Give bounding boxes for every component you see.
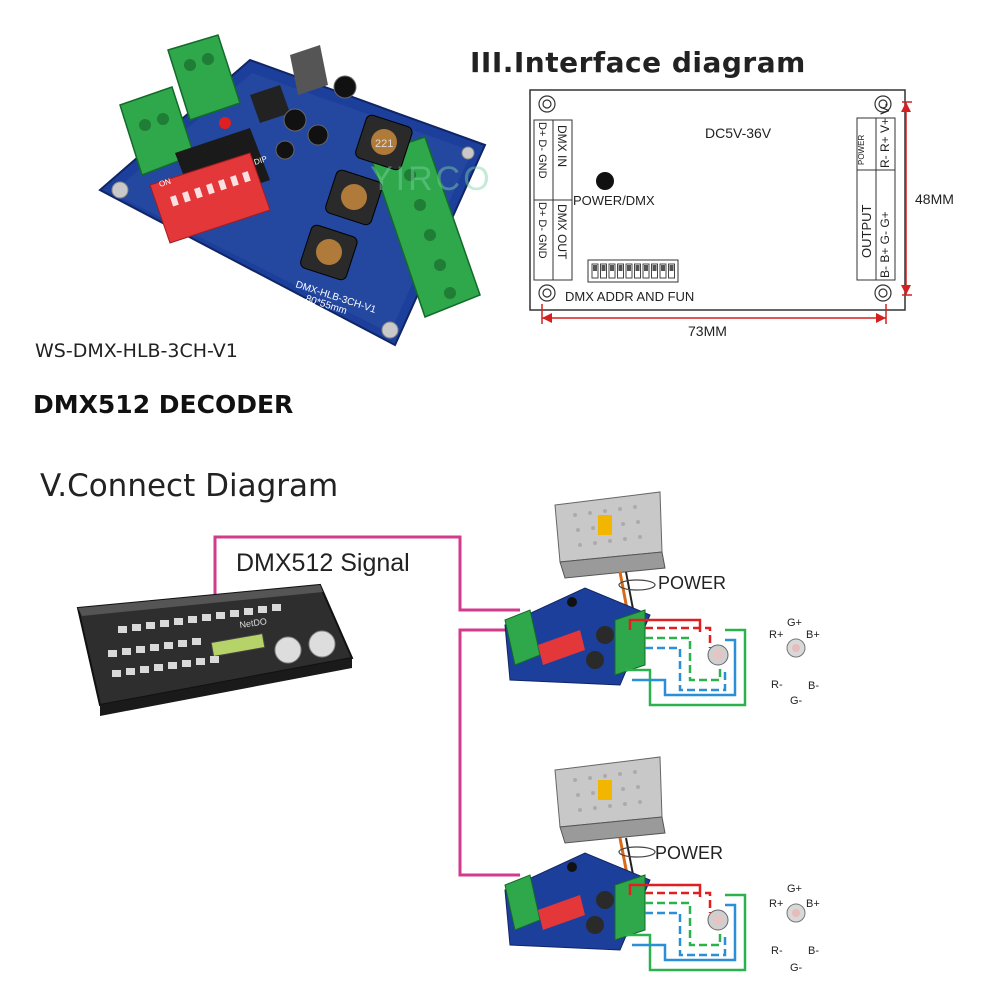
rgb-led-symbol-2 [786, 903, 806, 923]
connect-diagram: NetDO [76, 491, 806, 972]
led2-b-plus: B+ [806, 898, 820, 910]
connect-diagram-title: V.Connect Diagram [40, 468, 339, 504]
led2-g-minus: G- [790, 962, 803, 974]
board-coil-label: 221 [375, 138, 393, 150]
dmx-signal-label: DMX512 Signal [236, 549, 410, 577]
rgb-wires-2 [625, 883, 747, 972]
product-name: DMX512 DECODER [33, 390, 294, 419]
led1-g-plus: G+ [787, 617, 802, 629]
interface-diagram: DMX IN D+ D- GND DMX OUT D+ D- GND DC5V-… [529, 89, 954, 339]
power-dmx-label: POWER/DMX [573, 193, 655, 208]
power-label-2: POWER [655, 843, 724, 863]
dmx-addr-label: DMX ADDR AND FUN [565, 289, 694, 304]
dmx-signal-wire [213, 535, 520, 877]
decoder-board-photo: DMX-HLB-3CH-V1 80*55mm ON DIP 221 [98, 34, 487, 347]
rgb-wires-1 [625, 618, 747, 707]
led2-r-minus: R- [771, 945, 783, 957]
led2-b-minus: B- [808, 945, 819, 957]
console-brand: NetDO [239, 616, 268, 630]
decoder-unit-2 [504, 852, 651, 951]
dmx-console: NetDO [76, 583, 354, 716]
width-dimension: 73MM [688, 323, 727, 339]
rgb-led-symbol-1 [786, 638, 806, 658]
led2-g-plus: G+ [787, 883, 802, 895]
height-dimension: 48MM [915, 191, 954, 207]
output-pins: B- B+ G- G+ [878, 211, 892, 278]
led1-g-minus: G- [790, 695, 803, 707]
voltage-label: DC5V-36V [705, 125, 772, 141]
led1-b-minus: B- [808, 680, 819, 692]
power-supply-2 [554, 756, 666, 844]
board-dip-on: ON [158, 177, 172, 189]
led1-r-plus: R+ [769, 629, 784, 641]
led2-r-plus: R+ [769, 898, 784, 910]
dmx-in-label: DMX IN [555, 125, 569, 167]
led1-b-plus: B+ [806, 629, 820, 641]
power-block-label: POWER [857, 135, 866, 165]
model-number: WS-DMX-HLB-3CH-V1 [35, 340, 238, 362]
watermark: YIRCO [370, 160, 493, 198]
decoder-unit-1 [504, 587, 651, 686]
power-pins: R- R+ V+ V- [878, 103, 892, 168]
power-supply-1 [554, 491, 666, 579]
power-dmx-indicator [596, 172, 614, 190]
board-dip-label: DIP [253, 154, 268, 167]
power-label-1: POWER [658, 573, 727, 593]
dmx-in-pins: D+ D- GND [536, 122, 548, 179]
dmx-out-label: DMX OUT [555, 204, 569, 260]
interface-diagram-title: III.Interface diagram [470, 46, 806, 79]
led1-r-minus: R- [771, 679, 783, 691]
output-label: OUTPUT [859, 205, 874, 259]
dmx-out-pins: D+ D- GND [536, 202, 548, 259]
